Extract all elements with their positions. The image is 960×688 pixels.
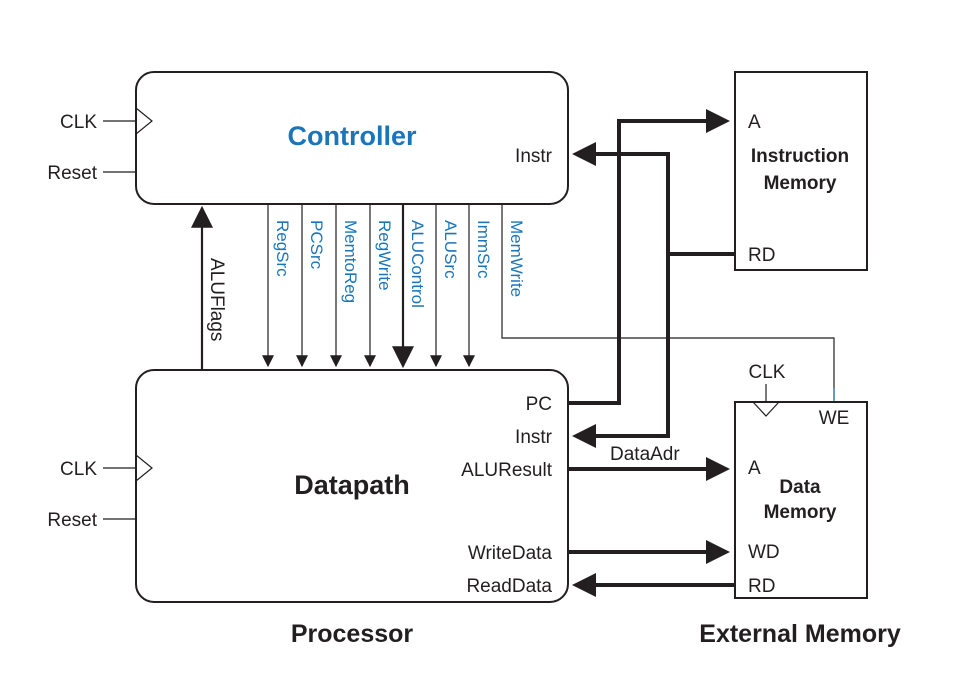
external-memory-caption: External Memory [699,620,901,648]
datapath-pc-label: PC [526,394,552,415]
control-signal-memwrite: MemWrite [507,220,526,297]
data-memory-clock-triangle [752,401,780,417]
control-signal-alucontrol: ALUControl [408,220,427,308]
data-memory-clk-label: CLK [749,362,786,383]
datapath-readdata-label: ReadData [466,576,552,597]
instruction-memory-port-a: A [748,112,761,133]
dataadr-label: DataAdr [610,444,680,465]
aluflags-label: ALUFlags [206,258,227,341]
control-signal-memtoreg: MemtoReg [341,220,360,303]
controller-title: Controller [287,121,416,151]
instruction-memory-title-line1: Instruction [751,146,849,167]
control-signal-immsrc: ImmSrc [474,220,493,279]
control-signal-alusrc: ALUSrc [441,220,460,279]
instr-to-datapath-bus [572,252,735,448]
pc-bus [568,109,730,405]
datapath-aluresult-label: ALUResult [461,460,553,481]
processor-caption: Processor [291,620,414,648]
data-memory-title-line1: Data [779,477,821,498]
instruction-memory-port-rd: RD [748,245,775,266]
instruction-memory-title-line2: Memory [764,173,837,194]
control-signal-pcsrc: PCSrc [307,220,326,270]
datapath-writedata-label: WriteData [468,543,553,564]
controller-clock-triangle [135,107,153,135]
data-memory-port-rd: RD [748,576,775,597]
datapath-clk-label: CLK [60,459,97,480]
controller-box [135,71,569,205]
datapath-instr-label: Instr [515,427,553,448]
data-memory-port-we: WE [819,408,850,429]
data-memory-title-line2: Memory [764,502,837,523]
controller-instr-label: Instr [515,146,553,167]
datapath-title: Datapath [294,470,410,500]
controller-reset-label: Reset [47,163,97,184]
data-memory-port-a: A [748,458,761,479]
instr-to-controller-bus [572,142,670,254]
data-memory-box [734,401,868,599]
controller-clk-label: CLK [60,112,97,133]
data-memory-port-wd: WD [748,542,780,563]
control-signal-regwrite: RegWrite [375,220,394,291]
datapath-clock-triangle [135,454,153,482]
control-signal-regsrc: RegSrc [273,220,292,277]
instruction-memory-box [734,71,868,271]
datapath-reset-label: Reset [47,510,97,531]
datapath-box [135,369,569,603]
